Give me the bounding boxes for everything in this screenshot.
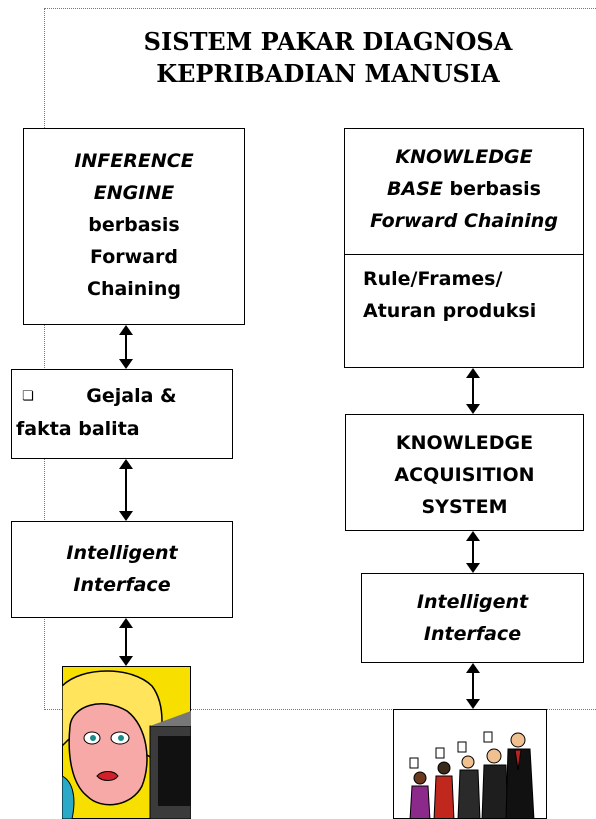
facts-line-1: Gejala & [86, 385, 177, 407]
left-interface-line-2: Interface [73, 574, 171, 596]
inference-engine-line-2: ENGINE [93, 182, 175, 204]
experts-group-picture [393, 709, 547, 819]
inference-engine-line-1: INFERENCE [74, 150, 194, 172]
arrow-acquisition-interface [465, 531, 481, 573]
acquisition-box: KNOWLEDGE ACQUISITION SYSTEM [345, 414, 584, 531]
arrow-facts-interface [118, 459, 134, 521]
arrow-kb-acquisition [465, 368, 481, 414]
arrow-engine-facts [118, 325, 134, 369]
title-line-1: SISTEM PAKAR DIAGNOSA [143, 27, 513, 56]
dotted-frame [44, 8, 596, 710]
rules-section: Rule/Frames/ Aturan produksi [345, 255, 583, 327]
diagram-title: SISTEM PAKAR DIAGNOSA KEPRIBADIAN MANUSI… [60, 26, 596, 90]
checkbox-bullet-icon: ❏ [22, 389, 34, 404]
arrow-interface-user [118, 618, 134, 666]
rules-line-1: Rule/Frames/ [363, 268, 503, 290]
woman-at-computer-picture [62, 666, 191, 819]
acquisition-line-2: ACQUISITION [394, 464, 535, 486]
knowledge-base-header: KNOWLEDGE BASE berbasis Forward Chaining [345, 129, 583, 255]
inference-engine-line-3: berbasis [88, 214, 180, 236]
title-line-2: KEPRIBADIAN MANUSIA [156, 59, 500, 88]
left-interface-line-1: Intelligent [66, 542, 178, 564]
inference-engine-line-5: Chaining [87, 278, 181, 300]
right-interface-box: Intelligent Interface [361, 573, 584, 663]
right-interface-line-2: Interface [423, 623, 522, 645]
knowledge-base-line-3: Forward Chaining [370, 210, 558, 232]
acquisition-line-1: KNOWLEDGE [395, 432, 534, 454]
knowledge-base-line-1: KNOWLEDGE [395, 146, 533, 168]
rules-line-2: Aturan produksi [363, 300, 537, 322]
right-interface-line-1: Intelligent [416, 591, 529, 613]
knowledge-base-line-2-rest: berbasis [442, 178, 541, 200]
acquisition-line-3: SYSTEM [421, 496, 508, 518]
arrow-interface-experts [465, 663, 481, 709]
inference-engine-box: INFERENCE ENGINE berbasis Forward Chaini… [23, 128, 245, 325]
knowledge-base-box: KNOWLEDGE BASE berbasis Forward Chaining… [344, 128, 584, 368]
knowledge-base-line-2-italic: BASE [387, 178, 443, 200]
facts-line-2: fakta balita [16, 418, 140, 440]
facts-box: ❏ Gejala & fakta balita [11, 369, 233, 459]
inference-engine-line-4: Forward [90, 246, 178, 268]
left-interface-box: Intelligent Interface [11, 521, 233, 618]
